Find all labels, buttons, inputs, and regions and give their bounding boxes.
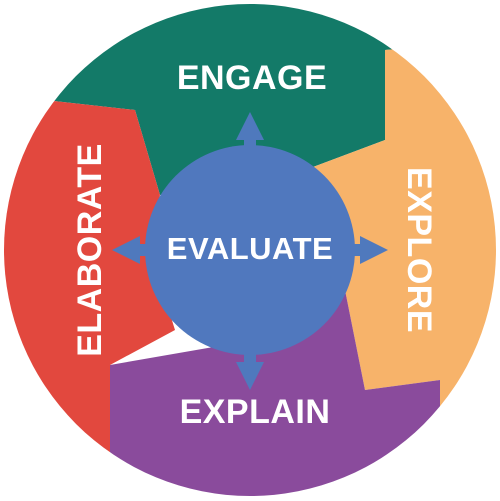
label-explore: EXPLORE [400, 167, 438, 333]
segment-explore [305, 40, 496, 496]
arrow-left-icon [112, 236, 158, 264]
arrow-up-icon [236, 112, 264, 158]
center-label-evaluate: EVALUATE [167, 231, 333, 266]
label-engage: ENGAGE [177, 59, 327, 97]
arrow-right-icon [342, 236, 388, 264]
arrow-down-icon [236, 344, 264, 390]
segment-explain [110, 290, 440, 496]
arrows-group [112, 112, 388, 390]
label-explain: EXPLAIN [180, 393, 331, 431]
center-circle [145, 145, 355, 355]
label-elaborate: ELABORATE [71, 143, 109, 357]
segment-engage [4, 4, 496, 195]
